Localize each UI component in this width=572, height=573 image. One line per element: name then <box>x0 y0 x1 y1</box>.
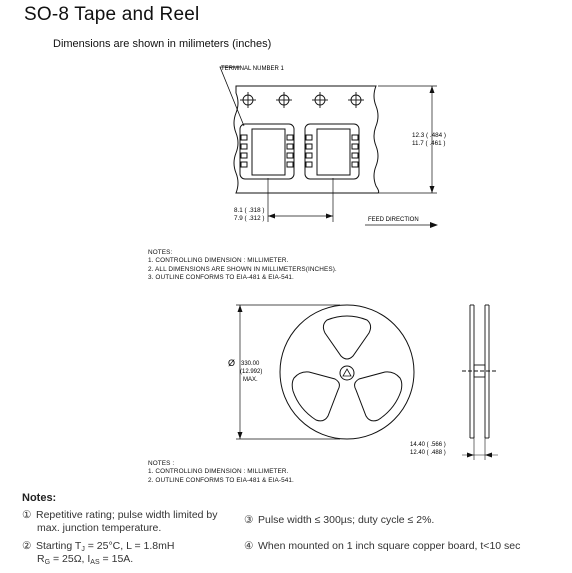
note-1-text: Repetitive rating; pulse width limited b… <box>36 509 218 521</box>
reel-side-view <box>462 304 497 439</box>
tape-drawing: TERMINAL NUMBER 1 12.3 ( .484 ) 11.7 ( .… <box>219 66 446 228</box>
note-1: ① Repetitive rating; pulse width limited … <box>22 509 218 522</box>
sprocket-holes <box>240 92 364 108</box>
note-2-cont: RG = 25Ω, IAS = 15A. <box>37 553 133 566</box>
reel-drawing: Ø 330.00 (12.992) MAX. 14.40 ( .566 ) 12… <box>228 304 498 460</box>
note-2-sub-j: J <box>81 546 85 553</box>
note-2-tail: = 15A. <box>99 553 134 565</box>
tape-note-line: 3. OUTLINE CONFORMS TO EIA-481 & EIA-541… <box>148 273 294 281</box>
width-dim-max: 12.3 ( .484 ) <box>412 132 446 139</box>
tape-notes: NOTES: 1. CONTROLLING DIMENSION : MILLIM… <box>148 249 337 282</box>
pitch-dim-min: 7.9 ( .312 ) <box>234 215 264 222</box>
hub-dim-min: 12.40 ( .488 ) <box>410 450 446 456</box>
tape-note-line: 2. ALL DIMENSIONS ARE SHOWN IN MILLIMETE… <box>148 265 337 273</box>
terminal-leader <box>219 66 245 127</box>
page-title: SO-8 Tape and Reel <box>24 4 200 25</box>
note-4: ④ When mounted on 1 inch square copper bo… <box>244 540 520 553</box>
reel-note-line: 2. OUTLINE CONFORMS TO EIA-481 & EIA-541… <box>148 476 294 484</box>
reel-outer-circle <box>279 304 415 440</box>
feed-direction-label: FEED DIRECTION <box>368 217 419 223</box>
hub-dim-max: 14.40 ( .566 ) <box>410 442 446 448</box>
note-1-cont: max. junction temperature. <box>37 522 162 534</box>
note-2-sub-g: G <box>44 559 51 566</box>
diameter-symbol: Ø <box>228 358 235 368</box>
component-pocket-2 <box>304 123 360 180</box>
note-4-marker: ④ <box>244 540 254 552</box>
note-3: ③ Pulse width ≤ 300µs; duty cycle ≤ 2%. <box>244 514 434 527</box>
note-1-marker: ① <box>22 509 32 521</box>
terminal-label: TERMINAL NUMBER 1 <box>221 66 284 72</box>
component-pocket-1 <box>239 123 295 180</box>
tape-notes-heading: NOTES: <box>148 249 173 256</box>
note-2-marker: ② <box>22 540 32 552</box>
note-2-prefix: Starting T <box>36 540 82 552</box>
reel-notes: NOTES : 1. CONTROLLING DIMENSION : MILLI… <box>148 460 294 485</box>
note-2-mid: = 25°C, L = 1.8mH <box>84 540 175 552</box>
tape-note-line: 1. CONTROLLING DIMENSION : MILLIMETER. <box>148 257 289 265</box>
note-2: ② Starting TJ = 25°C, L = 1.8mH <box>22 540 174 553</box>
tape-outline <box>233 85 380 194</box>
reel-notes-heading: NOTES : <box>148 460 175 467</box>
note-2-rg: R <box>37 553 45 565</box>
reel-hub <box>339 365 355 381</box>
reel-note-line: 1. CONTROLLING DIMENSION : MILLIMETER. <box>148 468 289 476</box>
note-3-marker: ③ <box>244 514 254 526</box>
note-3-text: Pulse width ≤ 300µs; duty cycle ≤ 2%. <box>258 514 435 526</box>
pitch-dim-max: 8.1 ( .318 ) <box>234 207 264 214</box>
reel-windows <box>291 315 403 422</box>
diameter-max: MAX. <box>243 377 258 383</box>
width-dim-min: 11.7 ( .461 ) <box>412 140 446 147</box>
note-2-ias: = 25Ω, I <box>50 553 91 565</box>
note-2-sub-as: AS <box>90 559 100 566</box>
page-subtitle: Dimensions are shown in milimeters (inch… <box>53 38 272 50</box>
notes-heading: Notes: <box>22 492 57 504</box>
note-4-text: When mounted on 1 inch square copper boa… <box>258 540 521 552</box>
diameter-value-inch: (12.992) <box>240 369 262 375</box>
diameter-value: 330.00 <box>241 361 260 367</box>
